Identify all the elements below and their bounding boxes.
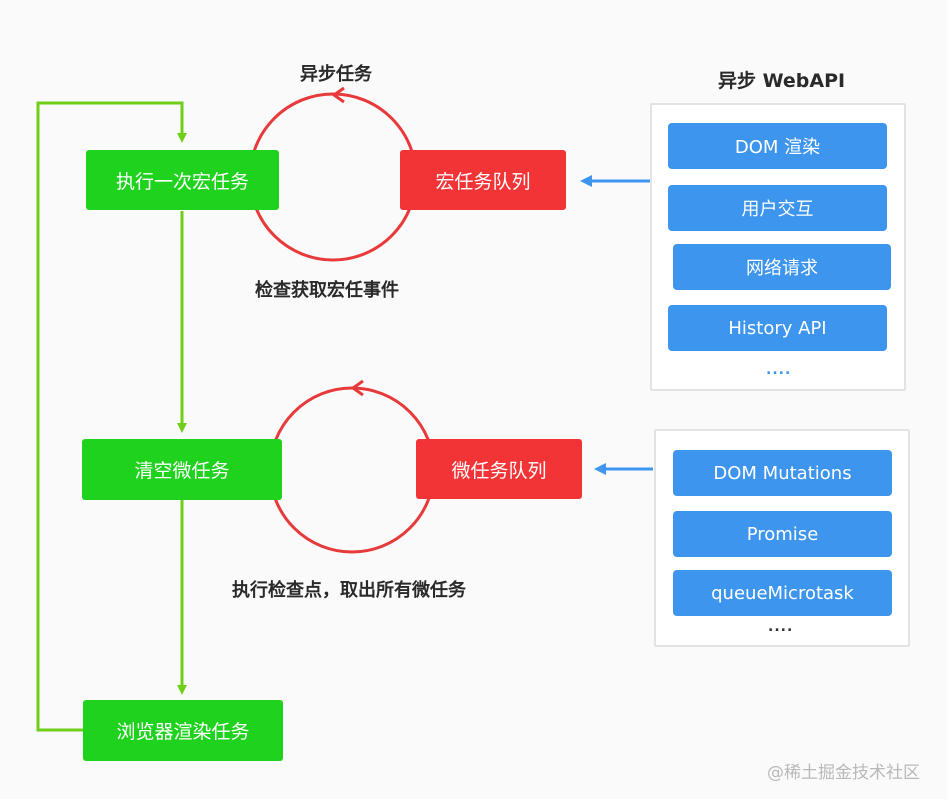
loop-back-line <box>36 101 187 732</box>
macro-cycle-bottom-label: 检查获取宏任事件 <box>255 280 399 301</box>
macro-source-label: DOM 渲染 <box>734 137 821 158</box>
macro-queue-box: 宏任务队列 <box>400 150 566 210</box>
micro-cycle-arrowhead <box>350 379 364 397</box>
macro-source-dom-render: DOM 渲染 <box>668 123 887 169</box>
macro-source-network-request: 网络请求 <box>673 244 891 290</box>
micro-source-queue-microtask: queueMicrotask <box>673 570 892 616</box>
macro-source-label: History API <box>728 317 827 339</box>
macro-source-history-api: History API <box>668 305 887 351</box>
macro-source-label: 用户交互 <box>741 199 814 220</box>
macro-source-user-interaction: 用户交互 <box>668 185 887 231</box>
execute-macro-task-label: 执行一次宏任务 <box>115 170 249 193</box>
macro-sources-more: .... <box>766 362 792 378</box>
watermark-text: @稀土掘金技术社区 <box>767 763 920 783</box>
render-task-box: 浏览器渲染任务 <box>83 700 283 761</box>
micro-source-label: DOM Mutations <box>713 462 852 484</box>
macro-queue-label: 宏任务队列 <box>435 170 531 193</box>
micro-source-promise: Promise <box>673 511 892 557</box>
micro-queue-box: 微任务队列 <box>416 439 582 499</box>
macro-source-label: 网络请求 <box>746 258 818 279</box>
webapi-title: 异步 WebAPI <box>718 70 846 92</box>
micro-queue-label: 微任务队列 <box>451 459 547 482</box>
micro-sources-more: .... <box>768 619 794 635</box>
render-task-label: 浏览器渲染任务 <box>116 721 250 743</box>
execute-macro-task-box: 执行一次宏任务 <box>86 150 279 210</box>
clear-micro-task-box: 清空微任务 <box>82 439 282 500</box>
micro-source-label: queueMicrotask <box>711 582 854 604</box>
micro-cycle-circle <box>268 386 436 554</box>
micro-cycle-bottom-label: 执行检查点，取出所有微任务 <box>232 580 466 601</box>
macro-cycle-top-label: 异步任务 <box>300 64 372 85</box>
micro-source-dom-mutations: DOM Mutations <box>673 450 892 496</box>
macro-cycle-arrowhead <box>331 86 345 104</box>
micro-source-label: Promise <box>746 523 819 545</box>
clear-micro-task-label: 清空微任务 <box>134 460 230 482</box>
